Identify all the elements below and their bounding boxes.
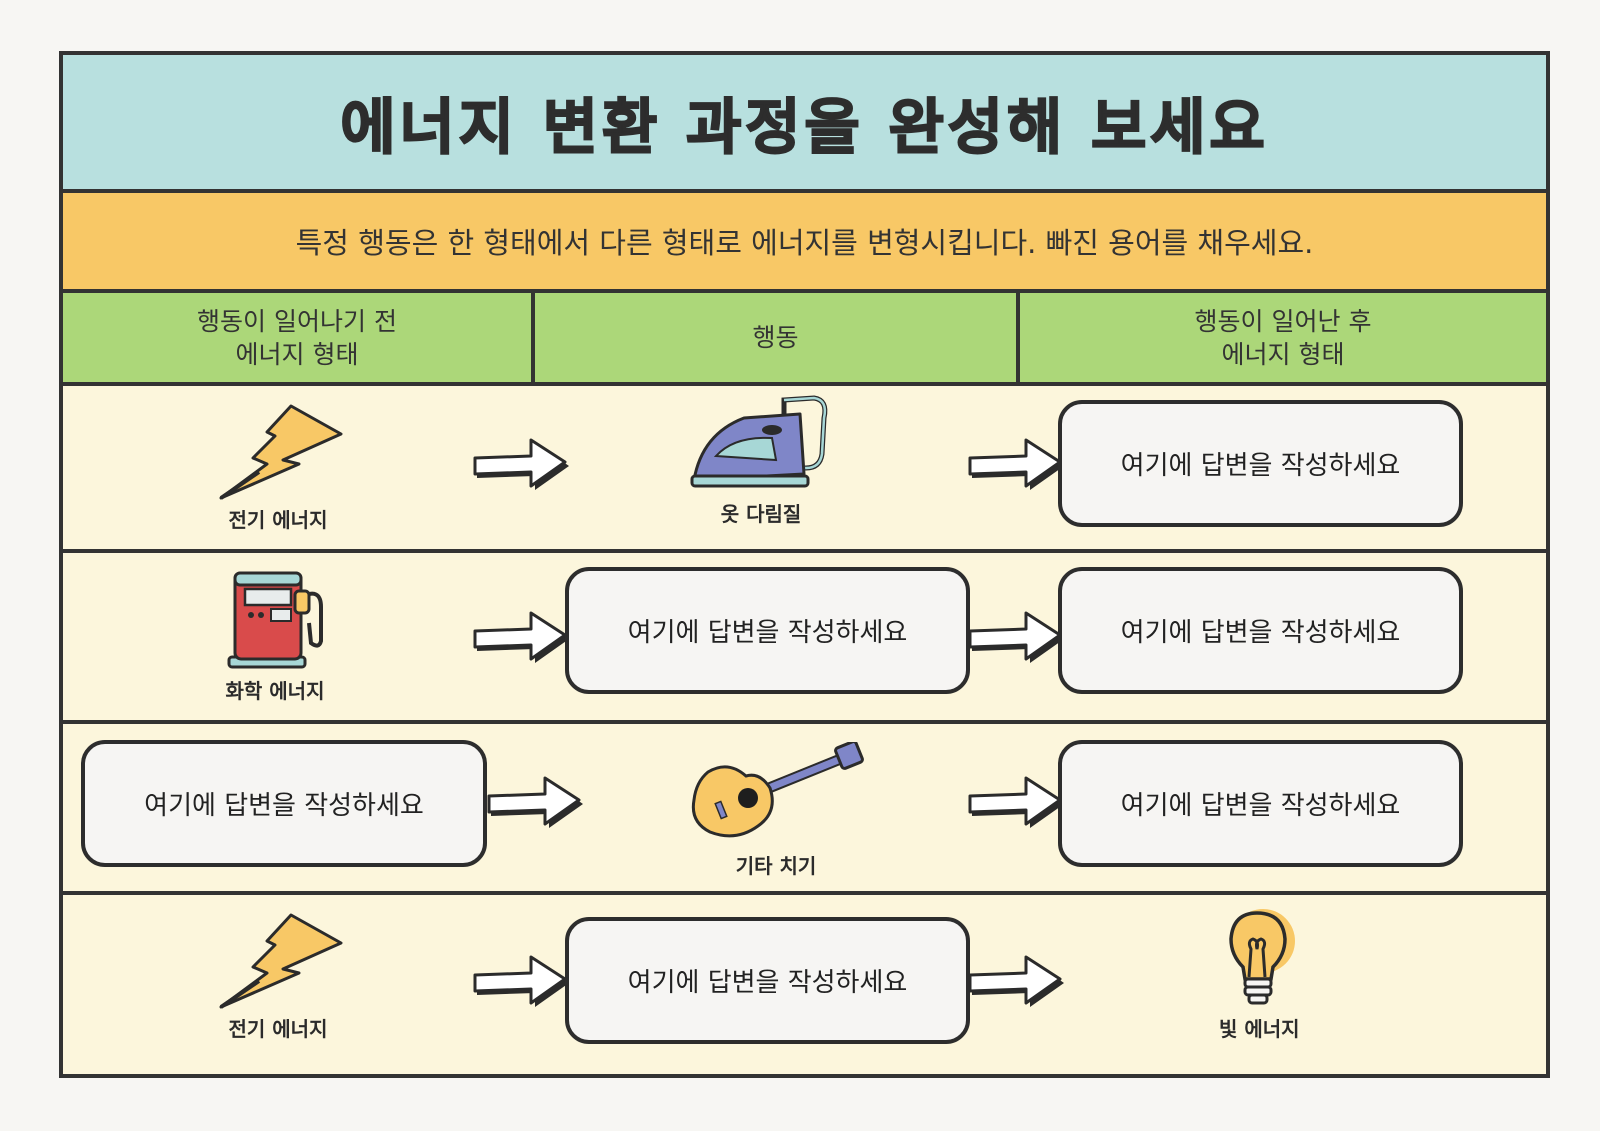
before-item: 전기 에너지 <box>213 911 343 1042</box>
action-item: 기타 치기 <box>688 742 864 879</box>
arrow-icon <box>487 776 583 828</box>
table-row: 전기 에너지 여기에 답변을 작성하세요 빛 에너지 <box>63 895 1546 1074</box>
table-row: 전기 에너지 옷 다림질 여기에 답변을 작성하세요 <box>63 386 1546 553</box>
arrow-icon <box>968 611 1064 663</box>
page-title: 에너지 변환 과정을 완성해 보세요 <box>339 92 1269 164</box>
gas-pump-icon <box>227 571 323 669</box>
before-item: 전기 에너지 <box>213 402 343 533</box>
clothes-iron-icon <box>690 395 828 488</box>
lightning-bolt-icon <box>219 913 343 1009</box>
header-before-energy: 행동이 일어나기 전 에너지 형태 <box>63 293 535 382</box>
action-item: 옷 다림질 <box>688 394 834 527</box>
after-label: 빛 에너지 <box>1219 1017 1300 1041</box>
after-answer-box[interactable]: 여기에 답변을 작성하세요 <box>1058 740 1463 867</box>
action-answer-box[interactable]: 여기에 답변을 작성하세요 <box>565 567 970 694</box>
arrow-icon <box>968 955 1064 1007</box>
arrow-icon <box>968 438 1064 490</box>
arrow-icon <box>968 776 1064 828</box>
after-item: 빛 에너지 <box>1219 905 1300 1042</box>
lightning-bolt-icon <box>219 404 343 500</box>
after-answer-box[interactable]: 여기에 답변을 작성하세요 <box>1058 400 1463 527</box>
light-bulb-icon <box>1229 909 1296 1005</box>
before-item: 화학 에너지 <box>221 567 329 704</box>
header-after-energy: 행동이 일어난 후 에너지 형태 <box>1194 306 1372 369</box>
instruction-band: 특정 행동은 한 형태에서 다른 형태로 에너지를 변형시킵니다. 빠진 용어를… <box>63 193 1546 293</box>
worksheet: 에너지 변환 과정을 완성해 보세요 특정 행동은 한 형태에서 다른 형태로 … <box>59 51 1550 1078</box>
header-action: 행동 <box>535 293 1020 382</box>
arrow-icon <box>473 611 569 663</box>
action-label: 옷 다림질 <box>720 502 802 526</box>
before-label: 전기 에너지 <box>228 1017 328 1041</box>
title-band: 에너지 변환 과정을 완성해 보세요 <box>63 55 1546 193</box>
instruction-text: 특정 행동은 한 형태에서 다른 형태로 에너지를 변형시킵니다. 빠진 용어를… <box>295 226 1314 260</box>
table-row: 여기에 답변을 작성하세요 기타 치기 여기에 답변을 작성하세요 <box>63 724 1546 895</box>
arrow-icon <box>473 438 569 490</box>
arrow-icon <box>473 955 569 1007</box>
before-answer-box[interactable]: 여기에 답변을 작성하세요 <box>81 740 487 867</box>
guitar-icon <box>691 742 864 838</box>
before-label: 화학 에너지 <box>225 679 325 703</box>
column-header-row: 행동이 일어나기 전 에너지 형태 행동 행동이 일어난 후 에너지 형태 <box>63 293 1546 386</box>
before-label: 전기 에너지 <box>228 508 328 532</box>
action-answer-box[interactable]: 여기에 답변을 작성하세요 <box>565 917 970 1044</box>
after-answer-box[interactable]: 여기에 답변을 작성하세요 <box>1058 567 1463 694</box>
table-row: 화학 에너지 여기에 답변을 작성하세요 여기에 답변을 작성하세요 <box>63 553 1546 724</box>
action-label: 기타 치기 <box>735 854 817 878</box>
